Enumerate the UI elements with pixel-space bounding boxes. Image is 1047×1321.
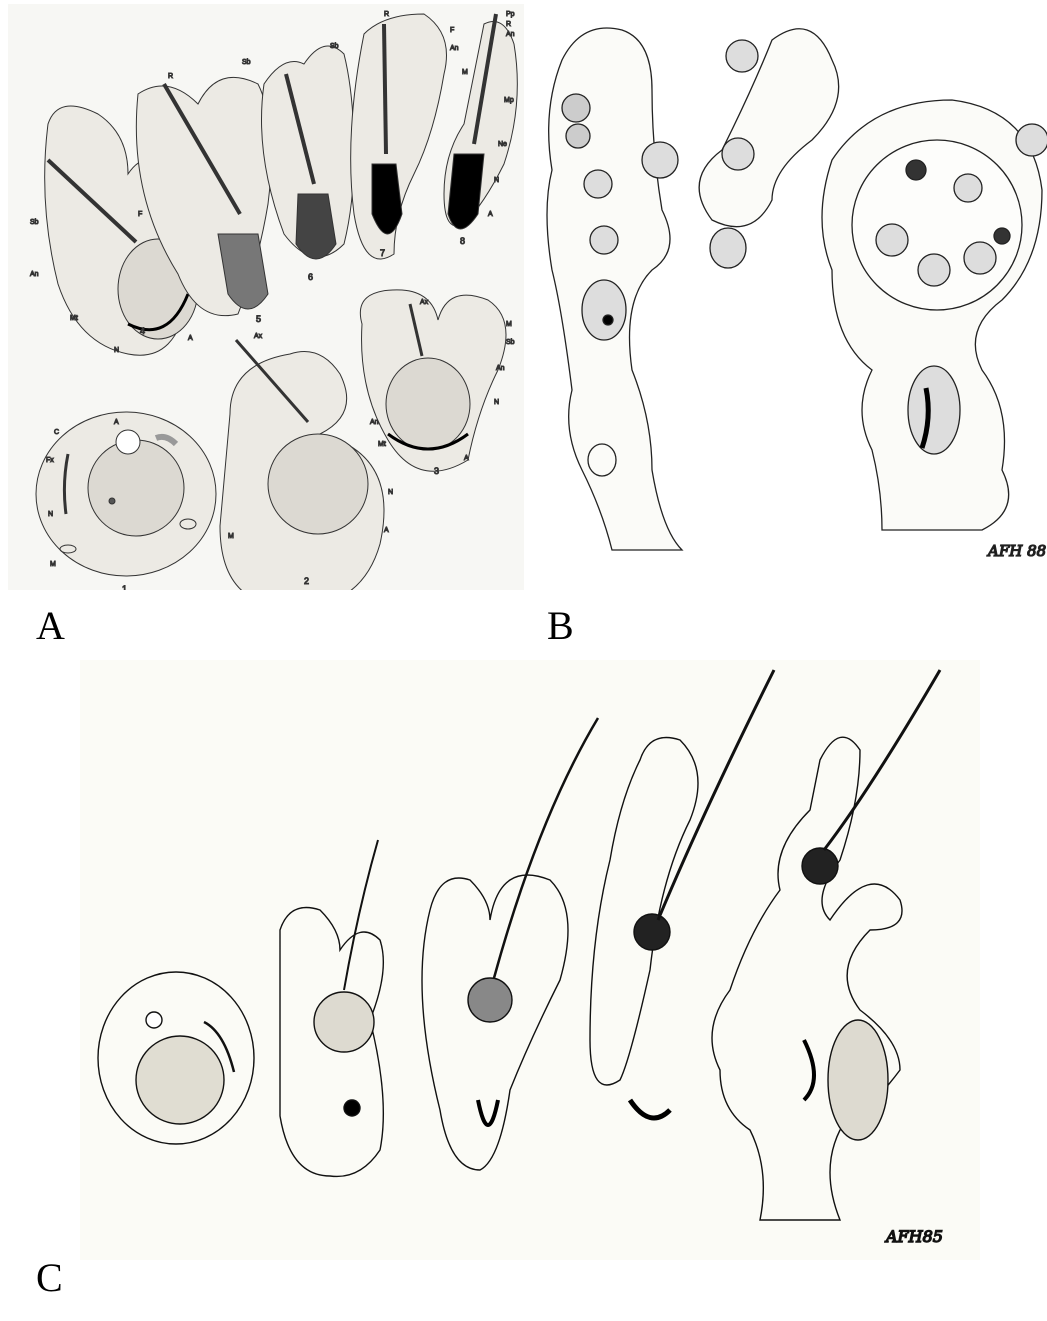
label-a-stage8: A [488,211,493,218]
label-mp-stage8: Mp [504,97,514,104]
label-an-stage3: An [496,365,505,372]
panel-a-drawing: 1 C Fx N M A 2 Ax An Mt N A M 3 Ax [8,4,524,590]
c-stage-spermiation [712,670,940,1220]
label-sb-stage6: Sb [330,43,339,50]
label-ax-stage2: Ax [254,333,263,340]
label-n-stage8: N [494,177,499,184]
label-a-stage2: A [384,527,389,534]
label-f-stage4: F [138,211,142,218]
signature-panel-c: AFH85 [884,1227,943,1246]
label-ax-stage3: Ax [420,299,429,306]
label-fx: Fx [46,457,54,464]
label-n-stage4: N [114,347,119,354]
label-m-stage7: M [462,69,468,76]
label-an-stage7: An [450,45,459,52]
label-m-stage3: M [506,321,512,328]
label-an-stage8: An [506,31,515,38]
label-r-stage7: R [384,11,389,18]
stage-1-cell: 1 C Fx N M A [36,412,216,590]
stage-6-cell: 6 Sb [262,43,355,282]
label-a-stage1: A [114,419,119,426]
label-a-stage4: A [188,335,193,342]
left-sertoli-cell [547,28,682,550]
label-sb-stage4: Sb [30,219,39,226]
stage-4-number: 4 [140,326,145,336]
right-sertoli-cell [642,29,839,268]
label-m-stage2: M [228,533,234,540]
panel-letter-b: B [547,606,574,646]
panel-letter-c: C [36,1258,63,1298]
panel-b-svg: AFH 88 [532,0,1047,586]
label-f-stage7: F [450,27,454,34]
label-ne-stage8: Ne [498,141,507,148]
label-sb-stage5: Sb [242,59,251,66]
large-sertoli-cell-with-vacuole [822,100,1047,530]
panel-b-drawing: AFH 88 [532,0,1047,586]
label-a-stage3: A [464,455,469,462]
stage-7-number: 7 [380,248,385,258]
stage-1-number: 1 [122,584,127,590]
label-n-stage1: N [48,511,53,518]
stage-3-number: 3 [434,466,439,476]
c-stage-round-spermatid [98,972,254,1144]
panel-letter-a: A [36,606,65,646]
label-r-stage8: R [506,21,511,28]
label-r-stage5: R [168,73,173,80]
stage-8-number: 8 [460,236,465,246]
panel-c-svg: AFH85 [80,660,980,1260]
stage-3-cell: 3 Ax M Sb An N A [360,290,514,476]
label-c: C [54,429,59,436]
label-an-stage4: An [30,271,39,278]
stage-5-number: 5 [256,314,261,324]
label-m-stage1: M [50,561,56,568]
stage-2-number: 2 [304,576,309,586]
signature-panel-b: AFH 88 [986,542,1046,560]
panel-a-svg: 1 C Fx N M A 2 Ax An Mt N A M 3 Ax [8,4,524,590]
c-stage-early-elongating [280,840,383,1176]
label-sb-stage3: Sb [506,339,515,346]
panel-c-drawing: AFH85 [80,660,980,1260]
label-mt-stage4: Mt [70,315,78,322]
stage-6-number: 6 [308,272,313,282]
label-mt-stage2: Mt [378,441,386,448]
label-pp-stage8: Pp [506,11,515,18]
label-n-stage3: N [494,399,499,406]
label-n-stage2: N [388,489,393,496]
c-stage-mid-elongating [422,718,598,1170]
